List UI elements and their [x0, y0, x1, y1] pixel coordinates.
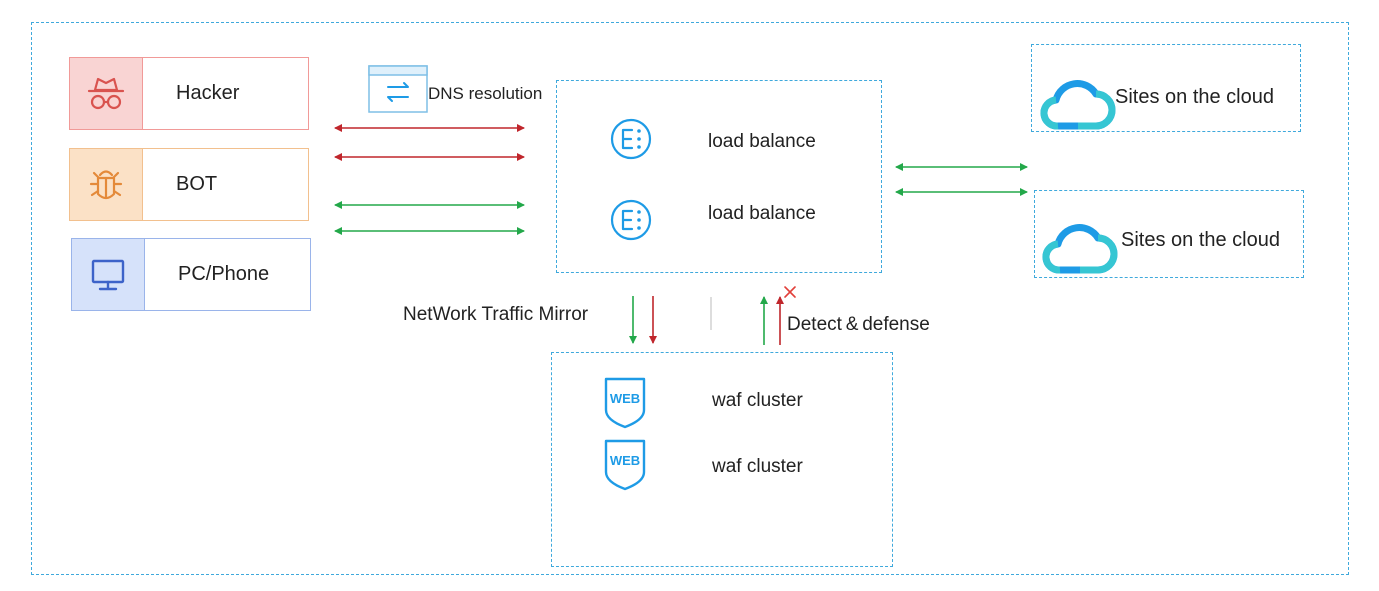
- web-badge-text: WEB: [610, 453, 640, 468]
- actor-label: PC/Phone: [178, 263, 270, 285]
- block-x-icon: [784, 286, 796, 298]
- hacker-icon-box: [70, 58, 143, 129]
- cloud-site-2: [1034, 190, 1304, 278]
- bug-icon: [89, 169, 123, 199]
- hacker-icon: [87, 77, 125, 109]
- dns-label: DNS resolution: [428, 84, 543, 103]
- dns-resolution: DNS resolution: [368, 65, 568, 115]
- actor-pc-phone: PC/Phone: [71, 238, 311, 311]
- load-balancer-group: [556, 80, 882, 273]
- monitor-icon-box: [72, 239, 145, 310]
- cloud-site-1: [1031, 44, 1301, 132]
- web-shield-icon: WEB: [604, 377, 646, 429]
- load-balance-label: load balance: [708, 203, 816, 224]
- outer-frame: [31, 22, 1349, 575]
- waf-cluster-group: [551, 352, 893, 567]
- cloud-site-label: Sites on the cloud: [1115, 86, 1274, 108]
- bug-icon-box: [70, 149, 143, 220]
- waf-cluster-label: waf cluster: [712, 456, 803, 477]
- monitor-icon: [91, 259, 125, 290]
- web-badge-text: WEB: [610, 391, 640, 406]
- cloud-site-label: Sites on the cloud: [1121, 229, 1280, 251]
- detect-defense-label: Detect & defense: [787, 314, 930, 335]
- cloud-icon: [1040, 80, 1116, 130]
- cloud-icon: [1042, 224, 1118, 274]
- actor-label: BOT: [176, 173, 218, 195]
- actor-hacker: Hacker: [69, 57, 309, 130]
- load-balancer-icon: [610, 118, 652, 160]
- actor-bot: BOT: [69, 148, 309, 221]
- actor-label: Hacker: [176, 82, 240, 104]
- web-shield-icon: WEB: [604, 439, 646, 491]
- traffic-mirror-label: NetWork Traffic Mirror: [403, 304, 589, 325]
- load-balance-label: load balance: [708, 131, 816, 152]
- waf-cluster-label: waf cluster: [712, 390, 803, 411]
- sync-icon: [368, 65, 428, 113]
- load-balancer-icon: [610, 199, 652, 241]
